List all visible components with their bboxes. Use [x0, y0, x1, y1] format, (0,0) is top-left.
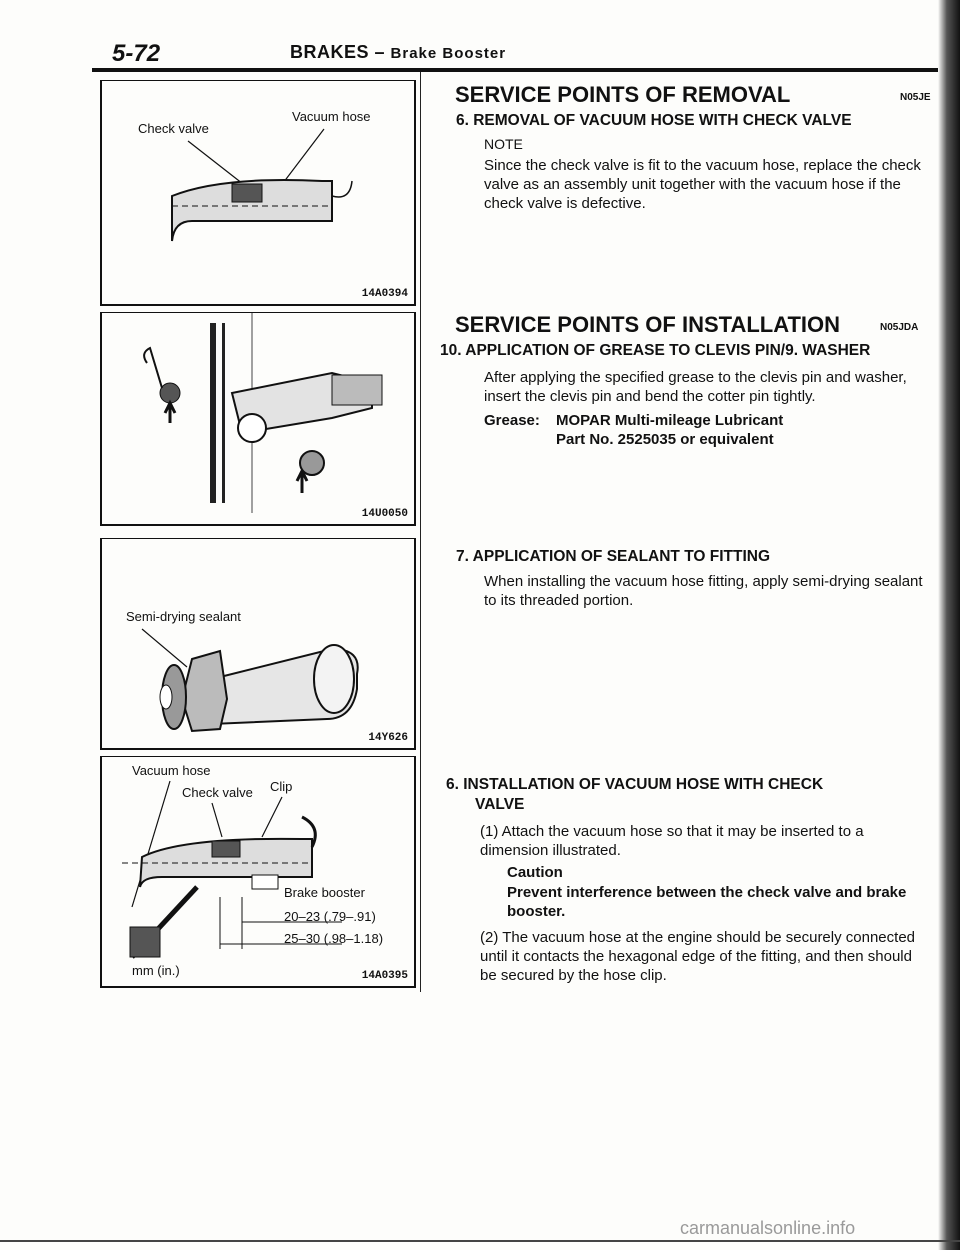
label-check-valve-2: Check valve — [182, 785, 253, 800]
figure-code: 14U0050 — [361, 508, 408, 520]
note-text: Since the check valve is fit to the vacu… — [484, 157, 921, 212]
page-header: BRAKES – Brake Booster — [290, 42, 506, 63]
page-number: 5-72 — [112, 40, 161, 67]
grease-label: Grease: — [484, 412, 540, 429]
section-title: BRAKES – — [290, 42, 386, 62]
figure-clevis-pin: 14U0050 — [100, 312, 416, 526]
installation-tag: N05JDA — [880, 322, 919, 333]
scan-edge-shadow — [938, 0, 960, 1250]
note-label: NOTE — [484, 136, 523, 152]
figure-check-valve-removal: Check valve Vacuum hose 14A0394 — [100, 80, 416, 306]
label-vacuum-hose: Vacuum hose — [292, 109, 371, 124]
item10-text: After applying the specified grease to t… — [484, 369, 907, 405]
label-brake-booster: Brake booster — [284, 885, 365, 900]
removal-heading: SERVICE POINTS OF REMOVAL — [455, 82, 791, 107]
item6-heading-line2: VALVE — [475, 796, 525, 813]
item6-heading-line1: 6. INSTALLATION OF VACUUM HOSE WITH CHEC… — [446, 776, 824, 793]
label-sealant: Semi-drying sealant — [126, 609, 241, 624]
label-dimension-1: 20–23 (.79–.91) — [284, 909, 376, 924]
installation-illustration — [122, 780, 342, 959]
label-clip: Clip — [270, 779, 293, 794]
fitting-illustration — [141, 628, 359, 733]
figure-code: 14Y626 — [368, 732, 408, 744]
caution-label: Caution — [507, 864, 563, 881]
label-vacuum-hose-2: Vacuum hose — [132, 763, 211, 778]
installation-heading: SERVICE POINTS OF INSTALLATION — [455, 312, 841, 337]
item7-text: When installing the vacuum hose fitting,… — [484, 573, 923, 609]
label-check-valve: Check valve — [138, 121, 209, 136]
removal-item-heading: 6. REMOVAL OF VACUUM HOSE WITH CHECK VAL… — [456, 112, 852, 129]
clevis-illustration — [143, 313, 383, 513]
figure-hose-installation: Vacuum hose Check valve Clip Brake boost… — [100, 756, 416, 988]
figure-code: 14A0394 — [361, 288, 408, 300]
label-units: mm (in.) — [132, 963, 180, 978]
column-divider — [420, 72, 421, 992]
removal-tag: N05JE — [900, 92, 931, 103]
bottom-rule — [0, 1240, 960, 1242]
label-dimension-2: 25–30 (.98–1.18) — [284, 931, 384, 946]
item7-heading: 7. APPLICATION OF SEALANT TO FITTING — [456, 548, 771, 565]
grease-line-2: Part No. 2525035 or equivalent — [556, 431, 774, 448]
subsection-title: Brake Booster — [390, 45, 507, 62]
figure-code: 14A0395 — [361, 970, 408, 982]
step1-text: (1) Attach the vacuum hose so that it ma… — [480, 823, 864, 859]
grease-line-1: MOPAR Multi-mileage Lubricant — [556, 412, 784, 429]
caution-text: Prevent interference between the check v… — [507, 884, 907, 920]
step2-text: (2) The vacuum hose at the engine should… — [480, 929, 915, 984]
hose-illustration — [171, 128, 353, 242]
item10-heading: 10. APPLICATION OF GREASE TO CLEVIS PIN/… — [440, 342, 871, 359]
watermark: carmanualsonline.info — [680, 1218, 856, 1238]
header-rule — [92, 68, 958, 72]
figure-fitting-sealant: Semi-drying sealant 14Y626 — [100, 538, 416, 750]
